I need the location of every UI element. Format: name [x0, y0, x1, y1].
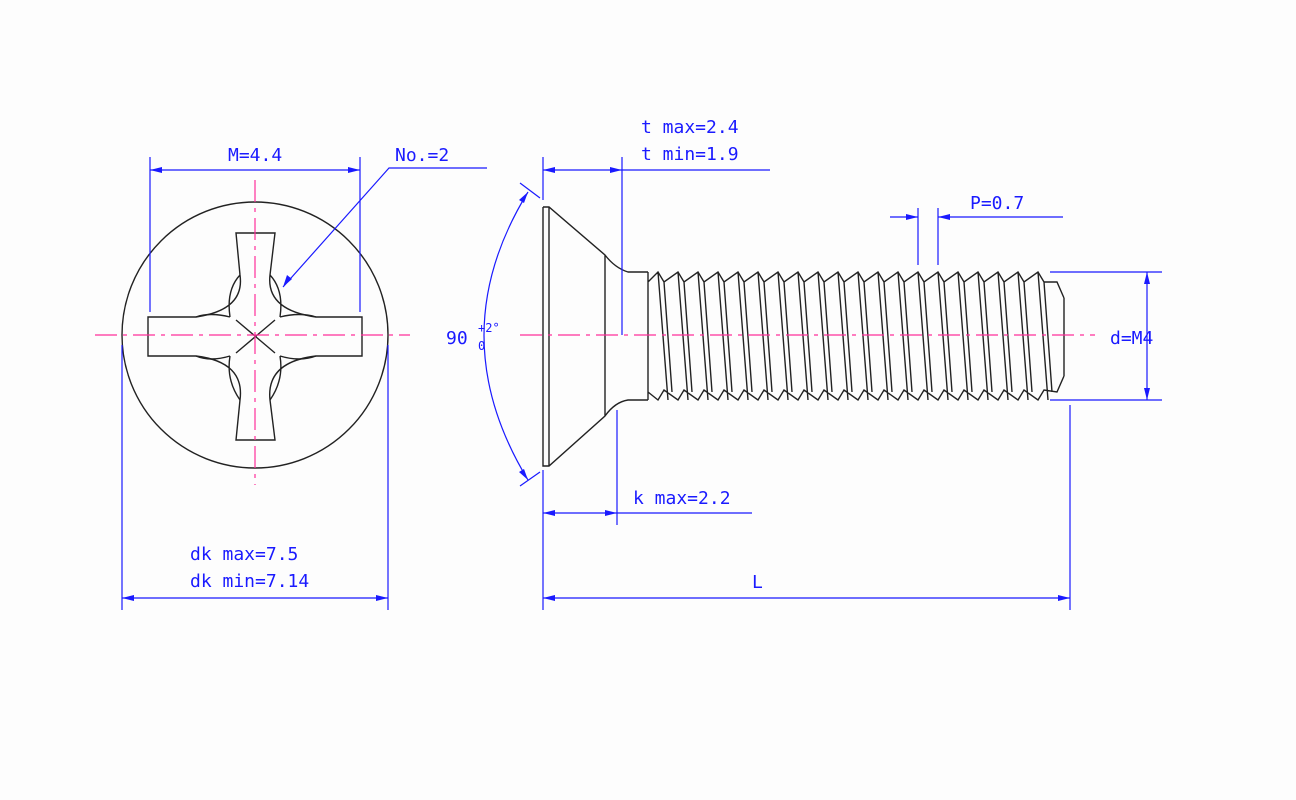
side-view: t max=2.4 t min=1.9 90 +2° 0 k max=2.2 L… — [446, 117, 1162, 610]
top-view: M=4.4 No.=2 dk max=7.5 dk min=7.14 — [95, 145, 487, 610]
pitch-label: P=0.7 — [970, 193, 1024, 214]
k-max-label: k max=2.2 — [633, 488, 731, 509]
head-side — [542, 206, 648, 467]
angle-tol-upper: +2° — [478, 321, 500, 335]
t-max-label: t max=2.4 — [641, 117, 739, 138]
length-label: L — [752, 572, 763, 593]
dk-max-label: dk max=7.5 — [190, 544, 298, 565]
recess-details — [195, 274, 317, 401]
t-min-label: t min=1.9 — [641, 144, 739, 165]
driver-size-label: No.=2 — [395, 145, 449, 166]
dk-min-label: dk min=7.14 — [190, 571, 309, 592]
thread-body — [647, 270, 1065, 402]
diameter-label: d=M4 — [1110, 328, 1153, 349]
angle-label: 90 — [446, 328, 468, 349]
phillips-recess — [147, 232, 363, 441]
m-dimension-label: M=4.4 — [228, 145, 282, 166]
angle-tol-lower: 0 — [478, 339, 485, 353]
